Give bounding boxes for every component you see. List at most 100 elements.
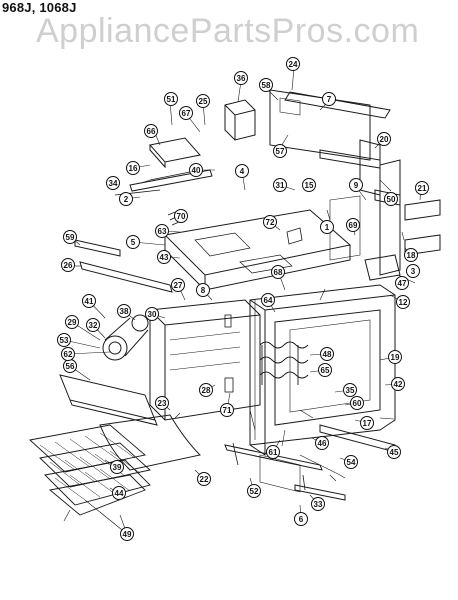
callout-number: 6	[299, 515, 304, 524]
callout-39: 39	[110, 460, 124, 474]
callout-circle	[396, 295, 410, 309]
callout-circle	[320, 347, 334, 361]
callout-number: 22	[200, 475, 209, 484]
callout-circle	[106, 176, 120, 190]
callout-circle	[406, 264, 420, 278]
callout-circle	[155, 224, 169, 238]
callout-circle	[311, 497, 325, 511]
callout-57: 57	[273, 144, 287, 158]
callout-number: 27	[174, 281, 183, 290]
callout-8: 8	[196, 283, 210, 297]
side-rails	[74, 169, 213, 293]
callout-circle	[145, 307, 159, 321]
callout-number: 49	[123, 530, 132, 539]
callout-46: 46	[315, 436, 329, 450]
callout-number: 30	[148, 310, 157, 319]
callout-22: 22	[197, 472, 211, 486]
callout-circle	[164, 92, 178, 106]
callout-number: 62	[64, 350, 73, 359]
callout-64: 64	[261, 293, 275, 307]
callout-36: 36	[234, 71, 248, 85]
callout-number: 8	[201, 286, 206, 295]
callout-5: 5	[126, 235, 140, 249]
callout-21: 21	[415, 181, 429, 195]
callout-circle	[179, 106, 193, 120]
callout-48: 48	[320, 347, 334, 361]
callout-circle	[126, 161, 140, 175]
callout-circle	[320, 220, 334, 234]
callout-24: 24	[286, 57, 300, 71]
callout-number: 57	[276, 147, 285, 156]
callout-number: 46	[318, 439, 327, 448]
callout-number: 35	[346, 386, 355, 395]
callout-circle	[155, 396, 169, 410]
callout-53: 53	[57, 333, 71, 347]
callout-number: 50	[387, 195, 396, 204]
callout-1: 1	[320, 220, 334, 234]
callout-circle	[273, 144, 287, 158]
callout-circle	[286, 57, 300, 71]
callout-number: 66	[147, 127, 156, 136]
callout-number: 3	[411, 267, 416, 276]
callout-circle	[196, 94, 210, 108]
callout-2: 2	[119, 192, 133, 206]
callout-59: 59	[63, 230, 77, 244]
callout-16: 16	[126, 161, 140, 175]
callout-43: 43	[157, 250, 171, 264]
callout-67: 67	[179, 106, 193, 120]
callout-circle	[349, 178, 363, 192]
callout-number: 51	[167, 95, 176, 104]
callout-25: 25	[196, 94, 210, 108]
callout-69: 69	[346, 218, 360, 232]
callout-circle	[65, 315, 79, 329]
callout-28: 28	[199, 383, 213, 397]
callout-circle	[261, 293, 275, 307]
callout-circle	[391, 377, 405, 391]
callout-number: 7	[327, 95, 332, 104]
callout-33: 33	[311, 497, 325, 511]
callout-number: 29	[68, 318, 77, 327]
callout-35: 35	[343, 383, 357, 397]
watermark: AppliancePartsPros.com	[36, 12, 420, 50]
callout-19: 19	[388, 350, 402, 364]
callout-number: 67	[182, 109, 191, 118]
callout-circle	[395, 276, 409, 290]
callout-number: 38	[120, 307, 129, 316]
callout-68: 68	[271, 265, 285, 279]
callout-62: 62	[61, 347, 75, 361]
callout-number: 33	[314, 500, 323, 509]
callout-circle	[315, 436, 329, 450]
callout-circle	[171, 278, 185, 292]
callout-circle	[120, 527, 134, 541]
callout-circle	[86, 318, 100, 332]
callout-41: 41	[82, 294, 96, 308]
callout-number: 68	[274, 268, 283, 277]
callout-circle	[126, 235, 140, 249]
callout-number: 54	[347, 458, 356, 467]
callout-number: 25	[199, 97, 208, 106]
callout-30: 30	[145, 307, 159, 321]
callout-7: 7	[322, 92, 336, 106]
callout-circle	[346, 218, 360, 232]
callout-4: 4	[235, 164, 249, 178]
callout-number: 24	[289, 60, 298, 69]
callout-number: 61	[269, 448, 278, 457]
callout-23: 23	[155, 396, 169, 410]
callout-circle	[273, 178, 287, 192]
callout-layer: 1234567891215161718192021222324252627282…	[57, 57, 429, 541]
callout-number: 17	[363, 419, 372, 428]
callout-circle	[57, 333, 71, 347]
callout-circle	[61, 258, 75, 272]
callout-42: 42	[391, 377, 405, 391]
callout-32: 32	[86, 318, 100, 332]
callout-number: 43	[160, 253, 169, 262]
callout-number: 60	[353, 399, 362, 408]
callout-45: 45	[387, 445, 401, 459]
callout-number: 32	[89, 321, 98, 330]
model-title: 968J, 1068J	[2, 0, 77, 15]
callout-circle	[110, 460, 124, 474]
callout-71: 71	[220, 403, 234, 417]
callout-number: 28	[202, 386, 211, 395]
